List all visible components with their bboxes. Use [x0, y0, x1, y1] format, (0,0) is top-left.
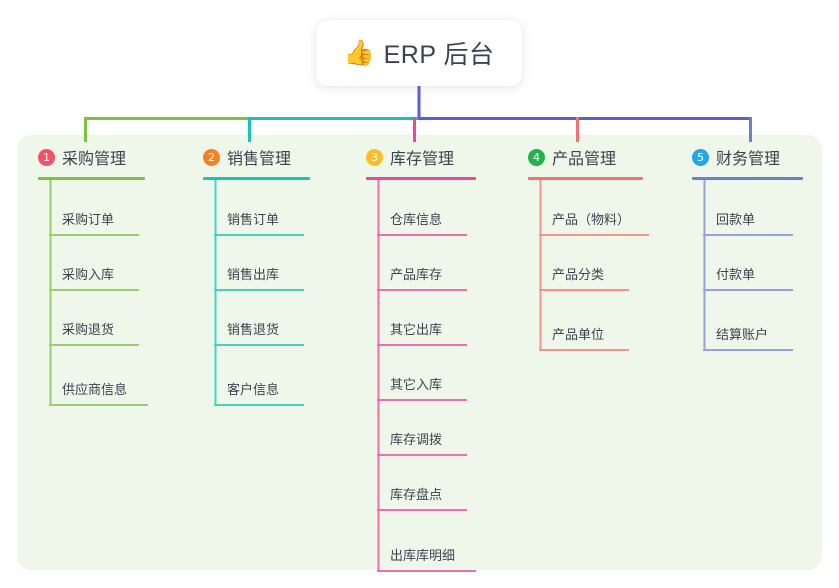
- leaf-item[interactable]: 回款单: [692, 180, 832, 236]
- leaf-item[interactable]: 销售退货: [203, 291, 343, 346]
- branch-title-4: 产品管理: [552, 151, 617, 168]
- leaf-label: 销售出库: [227, 267, 280, 282]
- branch-number-badge-4: 4: [528, 148, 545, 166]
- leaf-rule: [377, 344, 467, 346]
- branch-rule-2: [203, 177, 310, 180]
- branch-header-5[interactable]: 5 财务管理: [692, 146, 803, 168]
- branch-number-badge-2: 2: [203, 148, 220, 166]
- leaf-rule: [539, 349, 629, 351]
- leaf-rule: [703, 349, 793, 351]
- leaf-label: 出库库明细: [390, 548, 456, 563]
- leaf-rule: [214, 344, 304, 346]
- leaf-rule: [49, 404, 148, 406]
- leaf-label: 库存盘点: [390, 487, 443, 502]
- leaf-label: 其它入库: [390, 377, 443, 392]
- leaf-label: 销售退货: [227, 322, 280, 337]
- leaf-item[interactable]: 客户信息: [203, 346, 343, 406]
- leaf-item[interactable]: 付款单: [692, 236, 832, 291]
- branch-number-badge-5: 5: [692, 148, 709, 166]
- branch-column-3: 3 库存管理 仓库信息 产品库存 其它出库 其它入库 库存调拨 库存盘点: [366, 146, 476, 572]
- leaf-item[interactable]: 产品库存: [366, 236, 506, 291]
- branch-title-3: 库存管理: [390, 151, 455, 168]
- branch-spine-1: [49, 180, 52, 406]
- branch-rule-3: [366, 177, 476, 180]
- leaf-item[interactable]: 仓库信息: [366, 180, 506, 236]
- leaf-rule: [377, 289, 467, 291]
- leaf-label: 库存调拨: [390, 432, 443, 447]
- leaf-label: 其它出库: [390, 322, 443, 337]
- leaf-label: 产品（物料）: [552, 212, 631, 227]
- root-node[interactable]: 👍 ERP 后台: [316, 20, 522, 86]
- leaf-label: 产品库存: [390, 267, 443, 282]
- branch-spine-2: [214, 180, 217, 406]
- leaf-rule: [539, 289, 629, 291]
- leaf-label: 付款单: [716, 267, 756, 282]
- leaf-label: 仓库信息: [390, 212, 443, 227]
- branch-title-2: 销售管理: [227, 151, 292, 168]
- leaf-label: 回款单: [716, 212, 756, 227]
- leaf-label: 采购退货: [62, 322, 115, 337]
- leaf-rule: [49, 234, 139, 236]
- leaf-item[interactable]: 其它入库: [366, 346, 506, 401]
- leaf-item[interactable]: 供应商信息: [38, 346, 178, 406]
- branch-column-5: 5 财务管理 回款单 付款单 结算账户: [692, 146, 803, 351]
- leaf-rule: [377, 454, 467, 456]
- leaf-item[interactable]: 出库库明细: [366, 511, 506, 572]
- leaf-item[interactable]: 库存调拨: [366, 401, 506, 456]
- leaf-item[interactable]: 采购订单: [38, 180, 178, 236]
- leaf-label: 销售订单: [227, 212, 280, 227]
- branch-rule-1: [38, 177, 145, 180]
- leaf-rule: [377, 570, 476, 572]
- leaf-item[interactable]: 结算账户: [692, 291, 832, 351]
- branch-rule-4: [528, 177, 643, 180]
- branch-column-4: 4 产品管理 产品（物料） 产品分类 产品单位: [528, 146, 649, 351]
- branch-header-1[interactable]: 1 采购管理: [38, 146, 145, 168]
- branch-header-4[interactable]: 4 产品管理: [528, 146, 643, 168]
- branch-title-1: 采购管理: [62, 151, 127, 168]
- leaf-rule: [214, 289, 304, 291]
- branches-panel: [17, 135, 822, 570]
- leaf-item[interactable]: 销售订单: [203, 180, 343, 236]
- root-title: ERP 后台: [383, 41, 495, 69]
- leaf-rule: [377, 234, 467, 236]
- leaf-item[interactable]: 库存盘点: [366, 456, 506, 511]
- branch-header-3[interactable]: 3 库存管理: [366, 146, 476, 168]
- leaf-rule: [214, 404, 304, 406]
- leaf-item[interactable]: 产品（物料）: [528, 180, 678, 236]
- leaf-item[interactable]: 产品单位: [528, 291, 678, 351]
- leaf-item[interactable]: 销售出库: [203, 236, 343, 291]
- leaf-rule: [214, 234, 304, 236]
- branch-column-2: 2 销售管理 销售订单 销售出库 销售退货 客户信息: [203, 146, 310, 406]
- leaf-item[interactable]: 其它出库: [366, 291, 506, 346]
- leaf-rule: [703, 289, 793, 291]
- branch-spine-3: [377, 180, 380, 572]
- leaf-rule: [377, 509, 467, 511]
- leaf-label: 产品单位: [552, 327, 605, 342]
- leaf-item[interactable]: 采购入库: [38, 236, 178, 291]
- branch-spine-4: [539, 180, 542, 351]
- leaf-label: 客户信息: [227, 382, 280, 397]
- leaf-rule: [539, 234, 649, 236]
- branch-number-badge-1: 1: [38, 148, 55, 166]
- leaf-label: 采购订单: [62, 212, 115, 227]
- branch-number-badge-3: 3: [366, 148, 383, 166]
- leaf-rule: [377, 399, 467, 401]
- leaf-item[interactable]: 产品分类: [528, 236, 678, 291]
- branch-rule-5: [692, 177, 803, 180]
- branch-header-2[interactable]: 2 销售管理: [203, 146, 310, 168]
- branch-spine-5: [703, 180, 706, 351]
- branch-column-1: 1 采购管理 采购订单 采购入库 采购退货 供应商信息: [38, 146, 148, 406]
- leaf-item[interactable]: 采购退货: [38, 291, 178, 346]
- thumbs-up-icon: 👍: [343, 38, 375, 67]
- leaf-label: 供应商信息: [62, 382, 128, 397]
- leaf-label: 产品分类: [552, 267, 605, 282]
- branch-title-5: 财务管理: [716, 151, 781, 168]
- leaf-label: 采购入库: [62, 267, 115, 282]
- leaf-rule: [49, 344, 139, 346]
- leaf-rule: [49, 289, 139, 291]
- leaf-rule: [703, 234, 793, 236]
- leaf-label: 结算账户: [716, 327, 769, 342]
